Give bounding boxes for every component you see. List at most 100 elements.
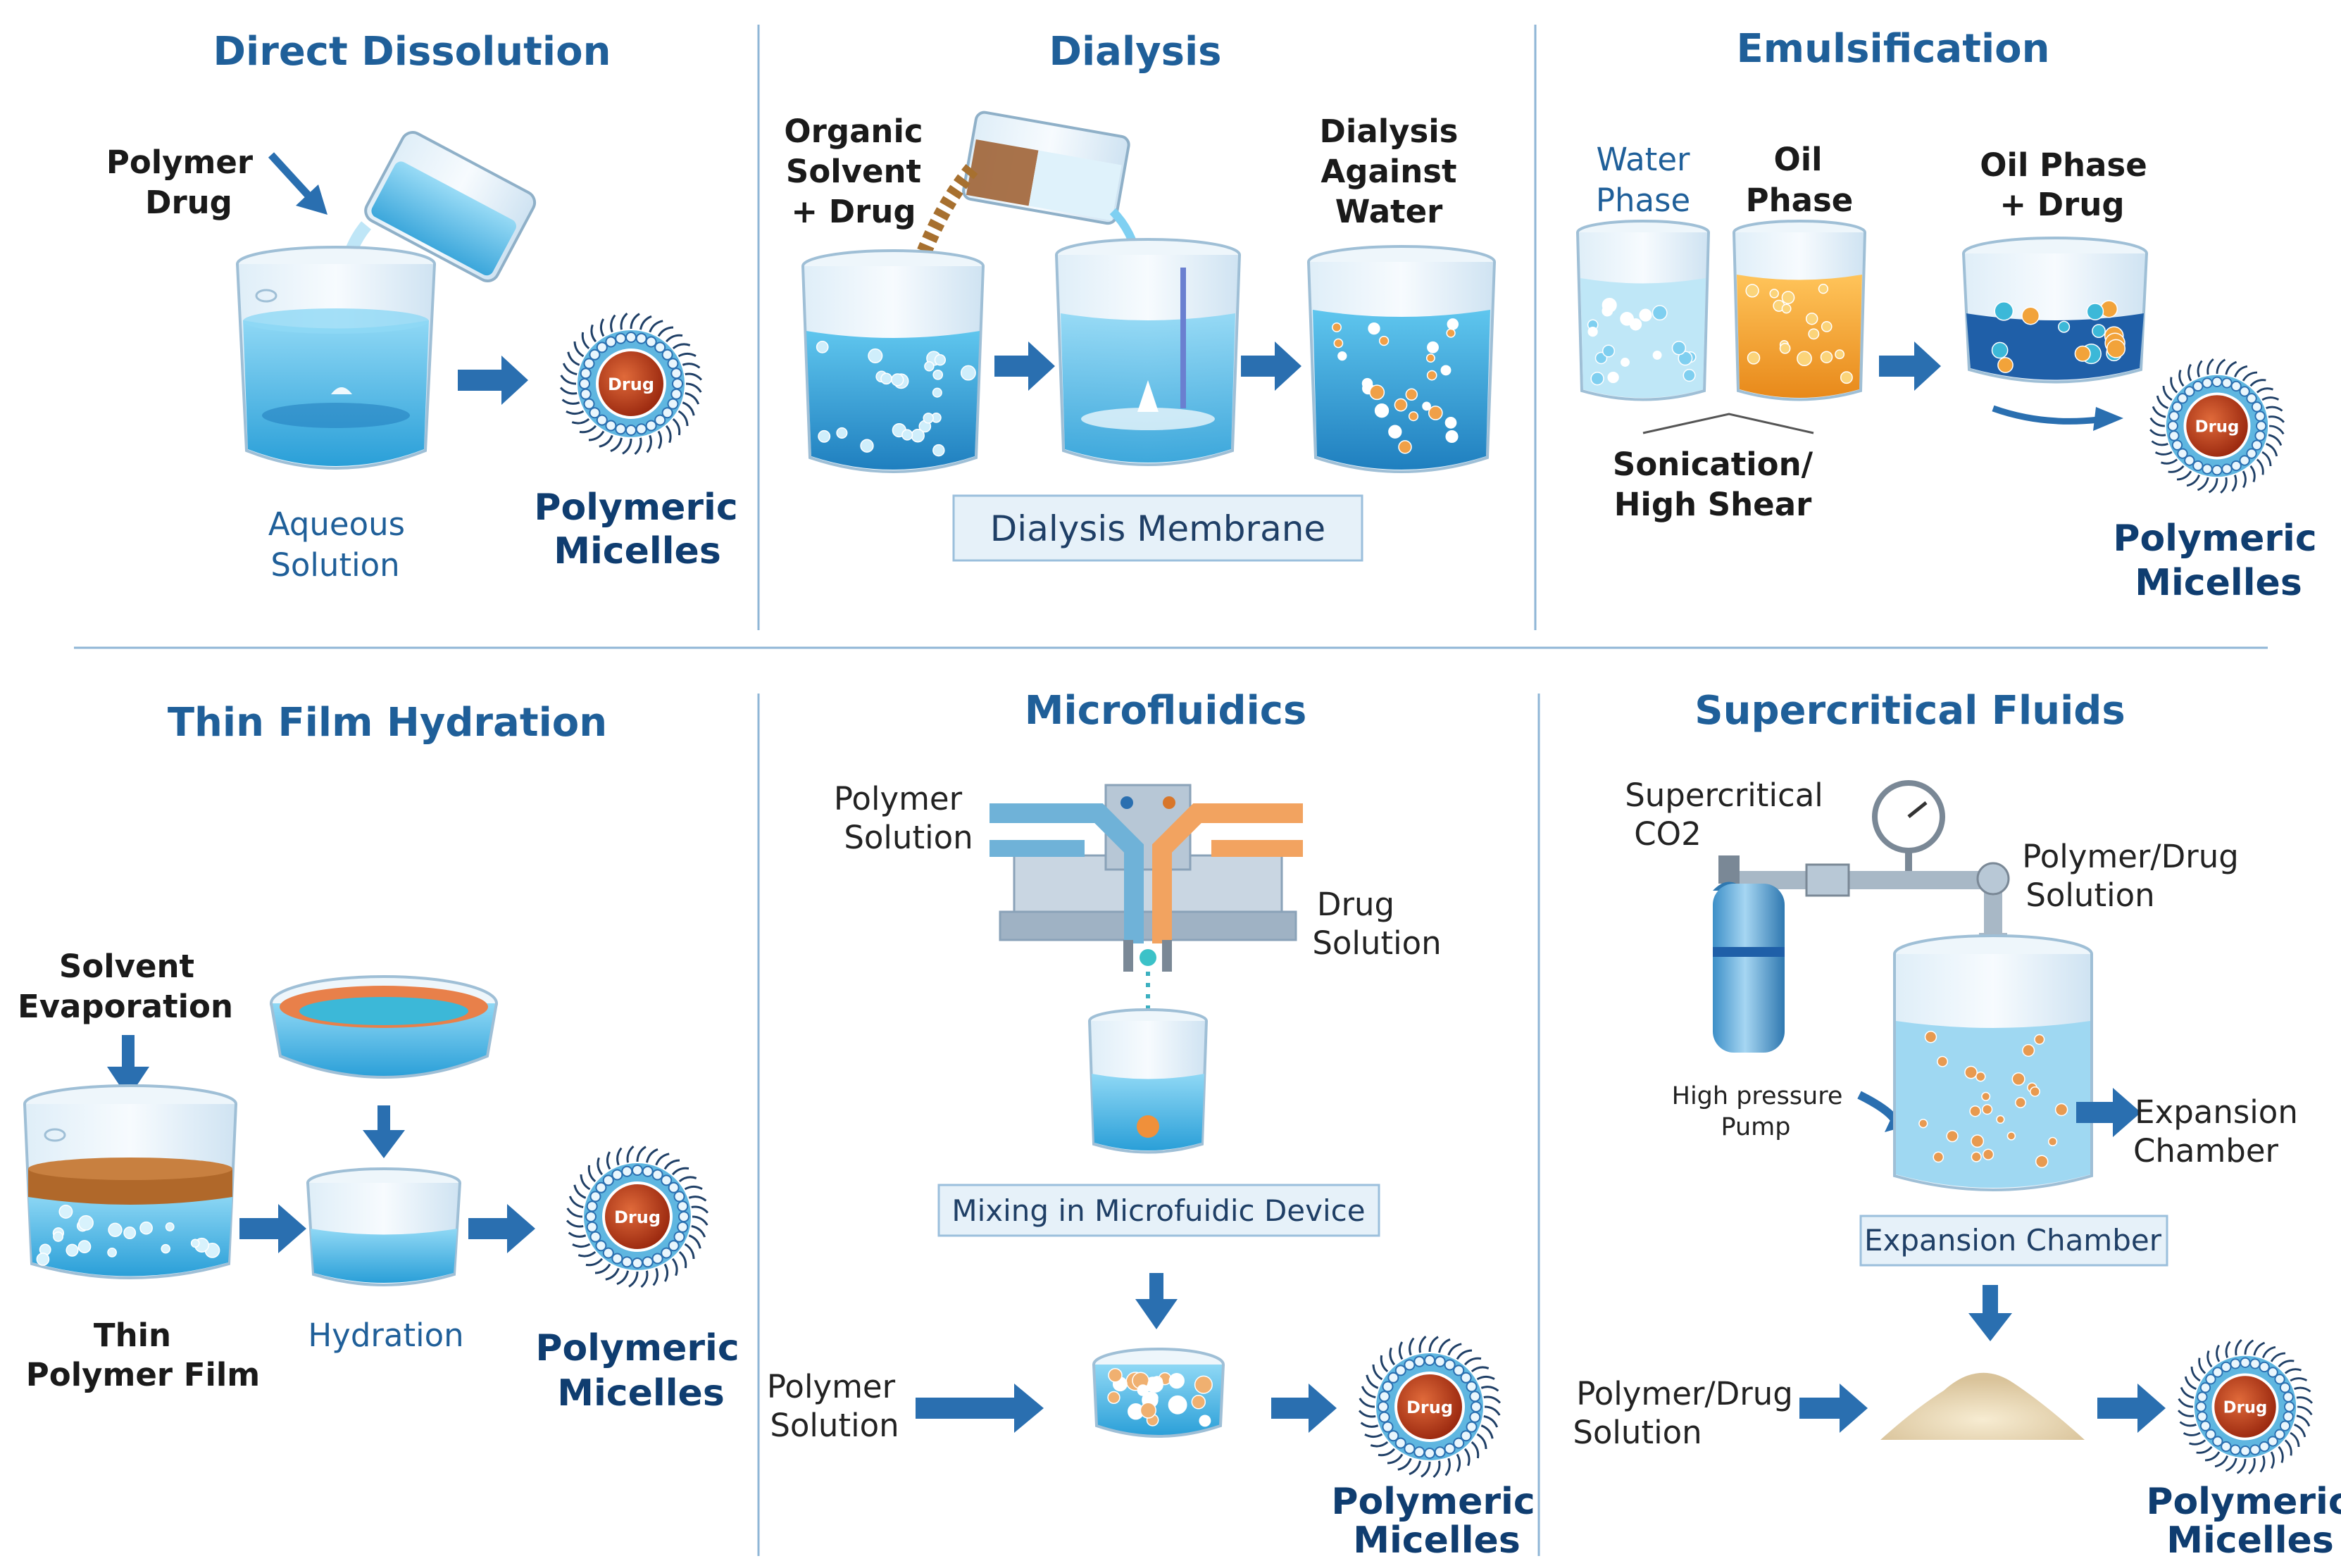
micelle-tail [2197,477,2209,491]
bottom-pd-label-2: Solution [1573,1414,1702,1451]
micelle-head [602,1174,614,1186]
micelle-tail [646,434,652,453]
micelle-tail [2290,1377,2308,1382]
micelle-tail [573,341,585,358]
micelle-head [1387,1430,1399,1442]
micelle-tail [1361,1386,1376,1398]
micelle-drug-label: Drug [2223,1399,2268,1417]
micelle-head [2246,393,2257,404]
micelle-tail [1484,1405,1501,1416]
particle [1620,311,1634,326]
micelle-tail [2198,1357,2206,1374]
micelle-tail [2284,1439,2292,1456]
particle [934,354,947,366]
particles [1587,297,1697,386]
micelle-tail [1378,1448,1396,1457]
micelle-tail [1421,1461,1431,1478]
particle [139,1221,153,1235]
micelle-tail [2256,387,2273,394]
micelle-tail [561,399,580,405]
micelle-tail [2149,417,2165,427]
micelle-tail [566,1208,583,1218]
micelles-label-2: Micelles [1353,1519,1521,1562]
micelle-head [670,388,682,400]
micelle-tail [652,1267,658,1286]
micelle-tail [1480,1424,1494,1439]
particle [1745,284,1759,298]
water-phase-label-1: Water [1596,141,1690,178]
particle [1361,377,1373,389]
particle [1333,338,1344,349]
micelle-tail [1366,1374,1379,1389]
micelle-tail [685,382,702,393]
micelle-tail [2284,1368,2302,1374]
micelle-tail [684,1243,695,1260]
collection-beaker-icon [1088,1008,1208,1154]
micelle-head [635,332,647,344]
particles [36,1204,220,1266]
micelle-head [2240,1357,2251,1368]
drug-label: Drug [145,184,232,221]
micelle-head [2251,401,2263,413]
beaker-icon [236,246,436,470]
bottom-polymer-label-1: Polymer [767,1368,896,1405]
micelles-label-1: Polymeric [535,1327,739,1369]
micelle-tail [685,372,703,381]
particle [1374,403,1390,418]
micelle-head [1378,1401,1389,1412]
sonication-label-1: Sonication/ [1613,446,1814,483]
micelle-tail [2269,425,2285,435]
micelle-tail [622,438,632,455]
polymer-solution-label-2: Solution [844,819,973,856]
micelle-tail [649,320,663,333]
micelle-tail [606,1151,611,1170]
micelle-head [1394,1365,1406,1376]
micelle-head [2184,455,2195,466]
micelle-tail [692,1215,708,1226]
micelle-tail [634,437,642,456]
micelle-tail [2197,360,2203,377]
micelle-icon: Drug [1358,1335,1502,1479]
micelle-head [2168,430,2180,441]
particle [1398,440,1412,454]
micelle-tail [2268,415,2285,423]
micelle-tail [2156,395,2168,409]
particle [932,387,942,398]
micelle-head [667,358,679,370]
micelle-head [1444,1359,1456,1371]
process-arrow-icon [1879,341,1941,391]
mixing-label: Mixing in Microfuidic Device [951,1193,1365,1228]
micelle-tail [2162,385,2173,401]
film-label-1: Thin [94,1317,171,1354]
supercritical-label-1: Supercritical [1625,777,1823,814]
micelle-tail [1364,1433,1383,1438]
expansion-chamber-label: Expansion Chamber [1864,1223,2162,1257]
micelle-tail [1463,1357,1482,1366]
micelle-tail [640,1270,649,1288]
particle [1621,358,1630,367]
particle [1996,1115,2005,1124]
micelle-head [2274,1429,2285,1440]
valve-icon [1805,863,1850,897]
micelle-tail [655,1153,670,1166]
particle [860,439,874,453]
micelle-head [2177,393,2188,404]
particle [1982,1104,1993,1115]
micelle-tail [2180,1386,2195,1399]
pump-label-1: High pressure [1672,1082,1843,1110]
micelle-head [625,425,637,436]
particle [1602,297,1617,313]
micelle-head [2239,455,2250,466]
particle [836,427,848,439]
micelle-tail [672,343,691,350]
micelle-head [670,368,682,380]
bottom-polymer-label-2: Solution [770,1407,899,1444]
micelle-tail [684,1185,703,1191]
water-phase-label-2: Phase [1596,182,1690,219]
organic-label-3: + Drug [791,193,916,230]
bottom-pd-label-1: Polymer/Drug [1576,1375,1793,1412]
micelle-head [1378,1411,1390,1423]
micelle-head [668,1181,680,1193]
micelle-head [2167,420,2178,432]
particle [1378,335,1390,346]
